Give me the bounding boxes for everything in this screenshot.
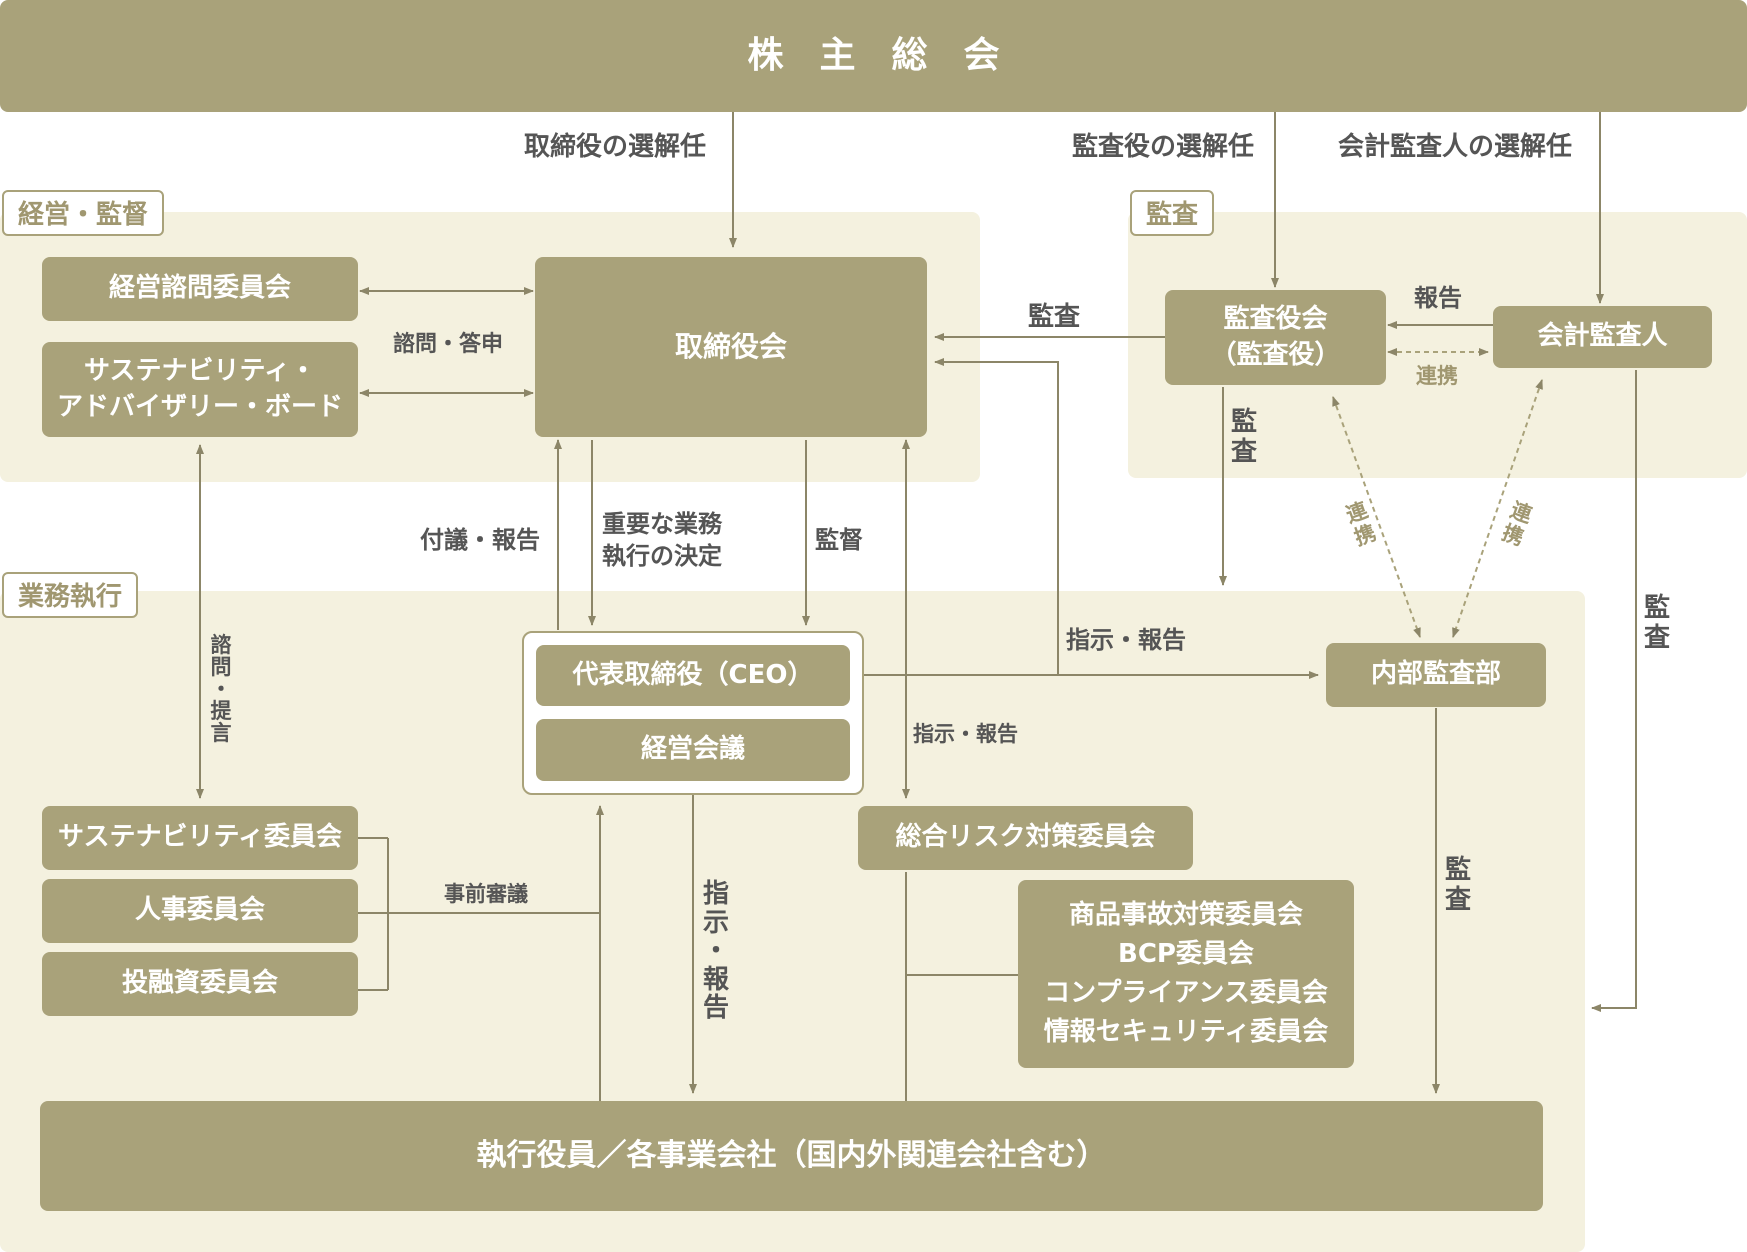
- accounting-auditor-election-label: 会計監査人の選解任: [1338, 132, 1573, 162]
- investment-committee-box: 投融資委員会: [42, 952, 358, 1016]
- audit-board-box: 監査役会 （監査役）: [1165, 290, 1386, 385]
- submit-report-label: 付議・報告: [420, 526, 540, 554]
- advisory-committee-box: 経営諮問委員会: [42, 257, 358, 321]
- instruct-report-internal-label: 指示・報告: [1066, 626, 1186, 654]
- consult-answer-label: 諮問・答申: [393, 332, 504, 357]
- hr-committee-label: 人事委員会: [134, 895, 265, 926]
- sustainability-committee-label: サステナビリティ委員会: [58, 822, 342, 853]
- report-label: 報告: [1414, 284, 1462, 312]
- sustainability-board-line2: アドバイザリー・ボード: [56, 391, 343, 422]
- board-of-directors-label: 取締役会: [674, 330, 787, 364]
- audit-accounting-down-label: 監 査: [1643, 593, 1670, 653]
- board-of-directors-box: 取締役会: [535, 257, 927, 437]
- sub-committee-product: 商品事故対策委員会: [1068, 900, 1303, 930]
- accounting-auditor-box: 会計監査人: [1493, 306, 1712, 368]
- shareholders-meeting-label: 株 主 総 会: [747, 34, 1000, 76]
- ceo-label: 代表取締役（CEO）: [572, 659, 814, 690]
- sub-committee-infosec: 情報セキュリティ委員会: [1043, 1017, 1329, 1047]
- advisory-committee-label: 経営諮問委員会: [108, 273, 291, 304]
- audit-internal-down-label: 監 査: [1444, 855, 1471, 915]
- auditors-election-label: 監査役の選解任: [1072, 132, 1255, 162]
- sustainability-committee-box: サステナビリティ委員会: [42, 806, 358, 870]
- risk-committee-label: 総合リスク対策委員会: [895, 822, 1156, 853]
- consult-propose-label: 諮 問 ・ 提 言: [210, 633, 232, 746]
- audit-board-line2: （監査役）: [1210, 339, 1341, 370]
- sustainability-board-line1: サステナビリティ・: [84, 356, 316, 387]
- audit-zone-tag: 監査: [1130, 190, 1215, 236]
- investment-committee-label: 投融資委員会: [121, 968, 278, 999]
- instruct-report-down-label: 指 示 ・ 報 告: [702, 879, 729, 1024]
- audit-down-label: 監 査: [1230, 407, 1257, 467]
- important-decision-line1: 重要な業務: [602, 510, 722, 538]
- pre-deliberation-label: 事前審議: [444, 882, 528, 906]
- important-decision-line2: 執行の決定: [602, 542, 722, 571]
- ceo-box: 代表取締役（CEO）: [536, 645, 850, 706]
- shareholders-meeting: 株 主 総 会: [0, 0, 1747, 112]
- executives-box: 執行役員／各事業会社（国内外関連会社含む）: [40, 1101, 1543, 1211]
- risk-committee-box: 総合リスク対策委員会: [858, 806, 1193, 870]
- important-decision-label: 重要な業務 執行の決定: [602, 508, 722, 573]
- execution-zone-tag: 業務執行: [2, 572, 139, 618]
- executives-label: 執行役員／各事業会社（国内外関連会社含む）: [476, 1137, 1107, 1173]
- sub-committee-bcp: BCP委員会: [1118, 939, 1254, 969]
- sustainability-advisory-board-box: サステナビリティ・ アドバイザリー・ボード: [42, 342, 358, 437]
- internal-audit-box: 内部監査部: [1326, 643, 1546, 707]
- sub-committees-box: 商品事故対策委員会 BCP委員会 コンプライアンス委員会 情報セキュリティ委員会: [1018, 880, 1354, 1068]
- accounting-auditor-label: 会計監査人: [1537, 321, 1668, 352]
- hr-committee-box: 人事委員会: [42, 879, 358, 943]
- supervise-label: 監督: [815, 526, 863, 554]
- audit-to-board-label: 監査: [1028, 302, 1081, 332]
- directors-election-label: 取締役の選解任: [524, 132, 707, 162]
- sub-committee-compliance: コンプライアンス委員会: [1044, 978, 1328, 1008]
- management-zone-tag: 経営・監督: [2, 190, 165, 236]
- management-meeting-label: 経営会議: [640, 734, 745, 765]
- management-meeting-box: 経営会議: [536, 719, 850, 781]
- instruct-report-risk-label: 指示・報告: [913, 722, 1018, 746]
- cooperation-label: 連携: [1416, 364, 1458, 388]
- internal-audit-label: 内部監査部: [1370, 659, 1501, 690]
- audit-board-line1: 監査役会: [1223, 304, 1328, 335]
